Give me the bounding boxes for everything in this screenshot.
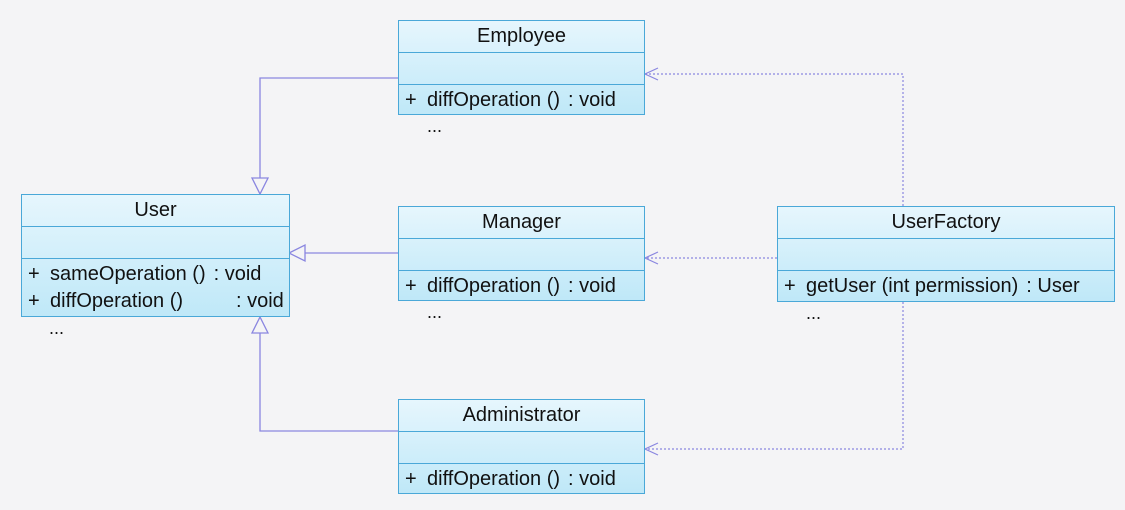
operation-name: diffOperation () bbox=[427, 89, 561, 111]
class-administrator[interactable]: Administrator + diffOperation () : void bbox=[398, 399, 645, 494]
generalization-administrator-user bbox=[259, 333, 398, 432]
operation-return-type: : void bbox=[213, 263, 262, 285]
dependency-arrowhead-administrator bbox=[643, 442, 659, 456]
operation-name: getUser (int permission) bbox=[806, 275, 1019, 297]
class-userfactory[interactable]: UserFactory + getUser (int permission) :… bbox=[777, 206, 1115, 302]
attributes-compartment bbox=[22, 227, 289, 259]
class-name: Manager bbox=[399, 207, 644, 239]
dependency-arrowhead-employee bbox=[643, 67, 659, 81]
class-user[interactable]: User + sameOperation () : void + diffOpe… bbox=[21, 194, 290, 317]
class-employee[interactable]: Employee + diffOperation () : void bbox=[398, 20, 645, 115]
generalization-arrowhead-employee bbox=[250, 177, 270, 196]
dependency-userfactory-administrator bbox=[645, 302, 904, 450]
operation-return-type: : void bbox=[236, 290, 284, 312]
operation-name: diffOperation () bbox=[427, 468, 561, 490]
attributes-compartment bbox=[778, 239, 1114, 271]
operation-name: diffOperation () bbox=[427, 275, 561, 297]
dependency-arrowhead-manager bbox=[643, 251, 659, 265]
operation-return-type: : void bbox=[568, 468, 616, 490]
visibility-marker: + bbox=[784, 275, 796, 297]
operation-return-type: : void bbox=[568, 89, 616, 111]
class-name: Administrator bbox=[399, 400, 644, 432]
operations-compartment: + diffOperation () : void bbox=[399, 464, 644, 495]
operation-return-type: : User bbox=[1026, 275, 1080, 297]
operation-row: + diffOperation () : void bbox=[405, 87, 644, 114]
visibility-marker: + bbox=[28, 263, 40, 285]
attributes-compartment bbox=[399, 53, 644, 85]
operations-compartment: + diffOperation () : void bbox=[399, 271, 644, 302]
employee-more-ellipsis: ... bbox=[427, 116, 443, 136]
operation-name: sameOperation () bbox=[50, 263, 206, 285]
visibility-marker: + bbox=[405, 89, 417, 111]
generalization-employee-user bbox=[259, 77, 398, 178]
operation-name: diffOperation () bbox=[50, 290, 184, 312]
class-name: Employee bbox=[399, 21, 644, 53]
user-more-ellipsis: ... bbox=[49, 318, 65, 338]
generalization-arrowhead-administrator bbox=[250, 315, 270, 334]
operations-compartment: + diffOperation () : void bbox=[399, 85, 644, 116]
operation-row: + getUser (int permission) : User bbox=[784, 273, 1114, 300]
class-name: User bbox=[22, 195, 289, 227]
operation-row: + diffOperation () : void bbox=[28, 288, 289, 315]
class-name: UserFactory bbox=[778, 207, 1114, 239]
class-manager[interactable]: Manager + diffOperation () : void bbox=[398, 206, 645, 301]
dependency-userfactory-employee bbox=[645, 73, 904, 206]
operation-return-type: : void bbox=[568, 275, 616, 297]
manager-more-ellipsis: ... bbox=[427, 302, 443, 322]
operation-row: + diffOperation () : void bbox=[405, 273, 644, 300]
attributes-compartment bbox=[399, 239, 644, 271]
generalization-arrowhead-manager bbox=[287, 243, 306, 263]
userfactory-more-ellipsis: ... bbox=[806, 303, 822, 323]
operations-compartment: + sameOperation () : void + diffOperatio… bbox=[22, 259, 289, 317]
visibility-marker: + bbox=[405, 275, 417, 297]
visibility-marker: + bbox=[28, 290, 40, 312]
operations-compartment: + getUser (int permission) : User bbox=[778, 271, 1114, 302]
operation-row: + sameOperation () : void bbox=[28, 261, 289, 288]
operation-row: + diffOperation () : void bbox=[405, 466, 644, 493]
visibility-marker: + bbox=[405, 468, 417, 490]
attributes-compartment bbox=[399, 432, 644, 464]
